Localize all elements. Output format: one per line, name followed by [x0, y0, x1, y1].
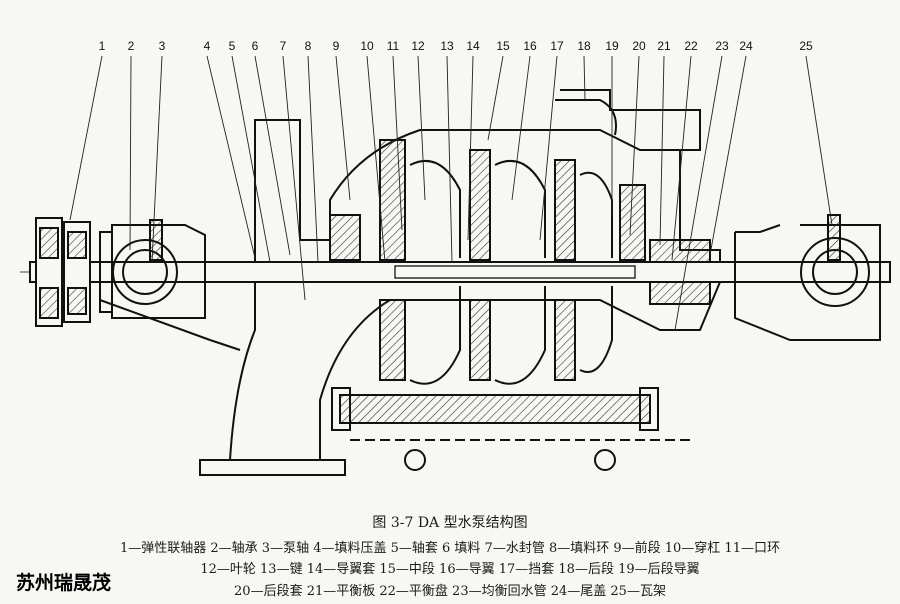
leader-line	[392, 55, 403, 231]
pump-shaft	[29, 261, 891, 283]
leader-line	[511, 55, 531, 201]
pump-casing-lower	[199, 281, 721, 476]
part-number-label: 16	[523, 39, 537, 53]
left-bearing-housing	[99, 219, 241, 351]
legend-line-2: 12—叶轮 13—键 14—导翼套 15—中段 16—导翼 17—挡套 18—后…	[200, 562, 700, 577]
right-bearing-housing	[734, 214, 881, 341]
part-number-label: 21	[657, 39, 671, 53]
leader-line	[335, 55, 351, 201]
part-number-label: 12	[411, 39, 425, 53]
part-number-label: 10	[360, 39, 374, 53]
legend-line-3: 20—后段套 21—平衡板 22—平衡盘 23—均衡回水管 24—尾盖 25—瓦…	[234, 584, 666, 599]
leader-line	[366, 55, 386, 263]
part-number-label: 1	[99, 39, 106, 53]
part-number-label: 24	[739, 39, 753, 53]
leader-line	[282, 55, 306, 301]
part-number-label: 22	[684, 39, 698, 53]
part-number-label: 23	[715, 39, 729, 53]
part-number-label: 9	[333, 39, 340, 53]
part-number-label: 25	[799, 39, 813, 53]
leader-line	[307, 55, 319, 263]
leader-line	[805, 55, 833, 226]
part-number-label: 4	[204, 39, 211, 53]
part-number-label: 20	[632, 39, 646, 53]
flexible-coupling	[35, 217, 91, 327]
watermark-text: 苏州瑞晟茂	[16, 572, 112, 594]
leader-line	[69, 55, 103, 221]
pump-casing-upper	[254, 89, 721, 263]
part-number-label: 17	[550, 39, 564, 53]
part-number-label: 5	[229, 39, 236, 53]
leader-line	[129, 55, 132, 251]
leader-line	[659, 55, 665, 246]
leader-line	[467, 55, 474, 241]
part-number-label: 15	[496, 39, 510, 53]
leader-line	[671, 55, 692, 261]
leader-line	[583, 55, 586, 101]
leader-line	[674, 55, 723, 331]
leader-line	[206, 55, 256, 259]
leader-line	[417, 55, 426, 201]
leader-line	[254, 55, 291, 256]
part-number-label: 8	[305, 39, 312, 53]
leader-line	[629, 55, 640, 236]
leader-line	[539, 55, 558, 241]
leader-line	[231, 55, 271, 263]
part-number-label: 11	[387, 39, 400, 53]
leader-line	[151, 55, 163, 263]
legend-line-1: 1—弹性联轴器 2—轴承 3—泵轴 4—填料压盖 5—轴套 6 填料 7—水封管…	[120, 541, 780, 556]
part-number-label: 14	[466, 39, 480, 53]
part-number-label: 13	[440, 39, 454, 53]
part-number-label: 18	[577, 39, 591, 53]
part-number-label: 19	[605, 39, 619, 53]
part-number-label: 6	[252, 39, 259, 53]
leader-line	[709, 55, 747, 256]
part-number-label: 2	[128, 39, 135, 53]
leader-line	[487, 55, 504, 141]
leader-line	[446, 55, 453, 263]
part-number-label: 3	[159, 39, 166, 53]
figure-caption: 图 3-7 DA 型水泵结构图	[372, 515, 528, 531]
part-number-label: 7	[280, 39, 287, 53]
